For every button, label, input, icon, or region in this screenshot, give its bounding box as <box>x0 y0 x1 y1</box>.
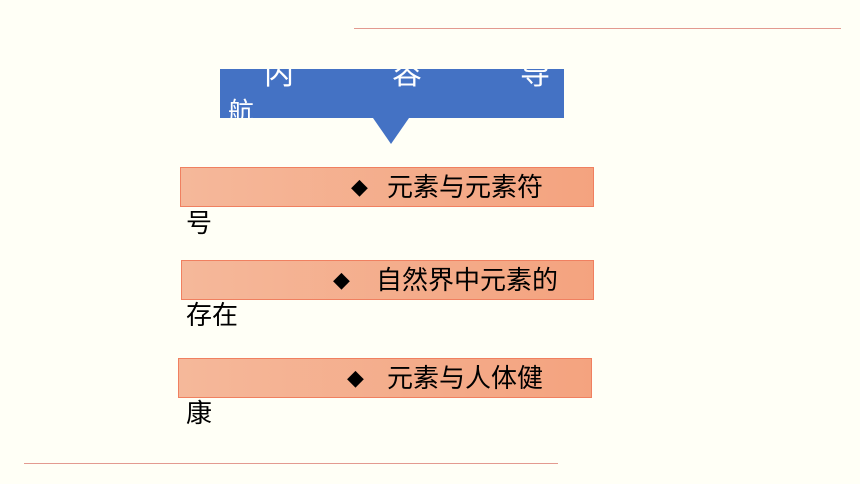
header-char-1: 内 <box>264 69 294 92</box>
nav-item-label: 元素与元素符 <box>387 173 544 203</box>
nav-item-elements-in-nature[interactable]: ◆ 自然界中元素的 <box>181 260 594 300</box>
nav-item-label: 元素与人体健 <box>387 364 544 394</box>
header-char-2: 容 <box>392 69 422 92</box>
header-char-3: 导 <box>520 69 550 92</box>
top-divider-line <box>354 28 841 29</box>
nav-item-label: 自然界中元素的 <box>376 266 559 296</box>
header-title-line: 内 容 导 <box>264 69 550 95</box>
nav-item-elements-health[interactable]: ◆ 元素与人体健 <box>178 358 592 398</box>
diamond-bullet-icon: ◆ <box>333 268 350 293</box>
diamond-bullet-icon: ◆ <box>351 175 368 200</box>
content-navigation-header: 内 容 导 航 <box>220 69 564 118</box>
nav-item-label-wrap: 康 <box>186 399 213 429</box>
down-arrow-icon <box>373 118 409 144</box>
header-title-wrap: 航 <box>228 98 255 118</box>
diamond-bullet-icon: ◆ <box>347 366 364 391</box>
nav-item-label-wrap: 存在 <box>186 301 239 331</box>
bottom-divider-line <box>24 463 558 464</box>
nav-item-label-wrap: 号 <box>186 209 213 239</box>
nav-item-elements-symbols[interactable]: ◆ 元素与元素符 <box>180 167 594 207</box>
